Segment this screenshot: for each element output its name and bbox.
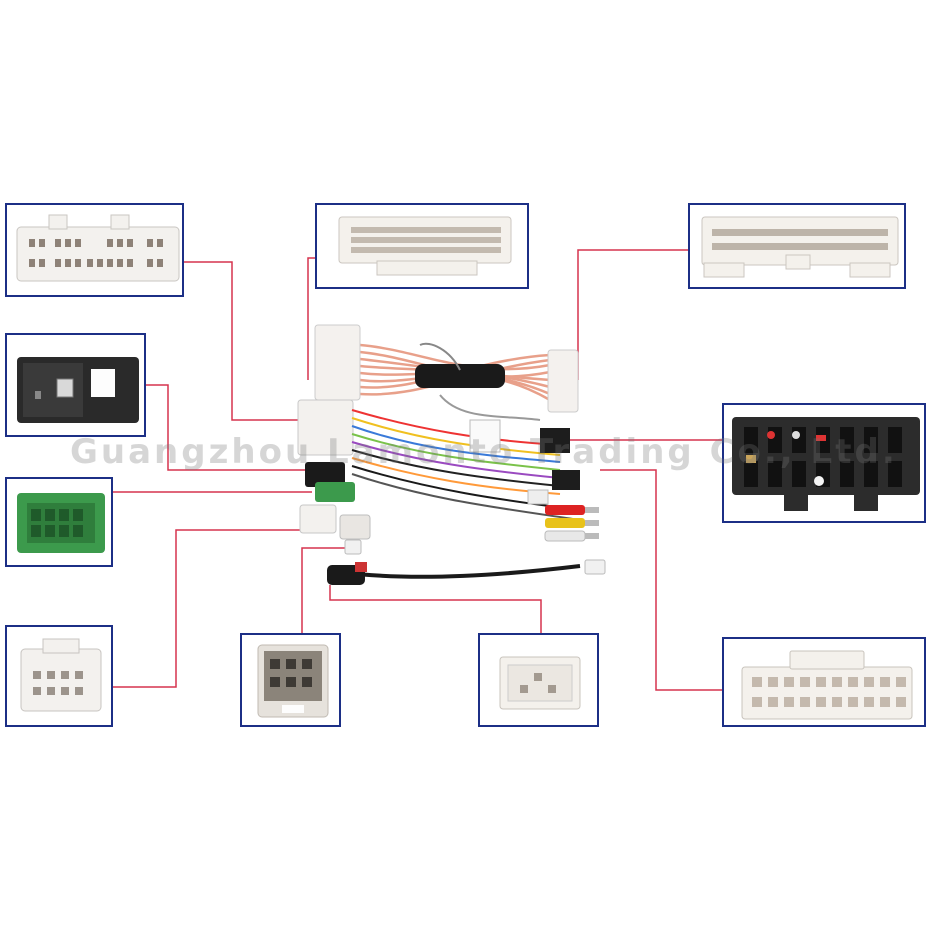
connector-white-22pin-image	[16, 214, 180, 282]
connector-white-40pin-image	[338, 216, 512, 276]
connector-black-20pin-image	[732, 417, 920, 511]
connector-white-4pin-image	[499, 656, 581, 710]
rca-plugs	[544, 505, 599, 542]
connector-green-10pin-image	[17, 493, 105, 553]
leader-line	[183, 261, 300, 421]
callout-box-black-usb	[5, 333, 146, 437]
callout-box-gray-12pin	[240, 633, 341, 727]
callout-box-white-22pin	[5, 203, 184, 297]
callout-box-white-40pin-center	[315, 203, 529, 289]
connector-black-usb-image	[17, 357, 139, 423]
leader-line	[307, 257, 316, 380]
callout-box-white-40pin-right	[688, 203, 906, 289]
connector-white-40pin-wide-image	[701, 216, 899, 278]
callout-box-white-24pin	[722, 637, 926, 727]
harness-connector-white-40pin	[314, 324, 361, 401]
leader-line	[146, 384, 305, 471]
leader-line	[301, 547, 345, 633]
tape-wrap	[415, 364, 505, 388]
leader-line	[577, 249, 689, 380]
callout-box-green-10pin	[5, 477, 113, 567]
connector-white-24pin-image	[741, 650, 913, 720]
callout-box-white-4pin	[478, 633, 599, 727]
harness-connector-white-22pin	[297, 399, 354, 456]
leader-line	[600, 469, 722, 691]
callout-box-black-20pin	[722, 403, 926, 523]
connector-gray-12pin-image	[257, 644, 329, 718]
callout-box-white-12pin	[5, 625, 113, 727]
harness-connector-green	[315, 482, 355, 502]
leader-line	[329, 585, 542, 633]
harness-connector-black	[305, 462, 345, 487]
connector-white-12pin-image	[20, 638, 102, 712]
leader-line	[112, 529, 305, 688]
